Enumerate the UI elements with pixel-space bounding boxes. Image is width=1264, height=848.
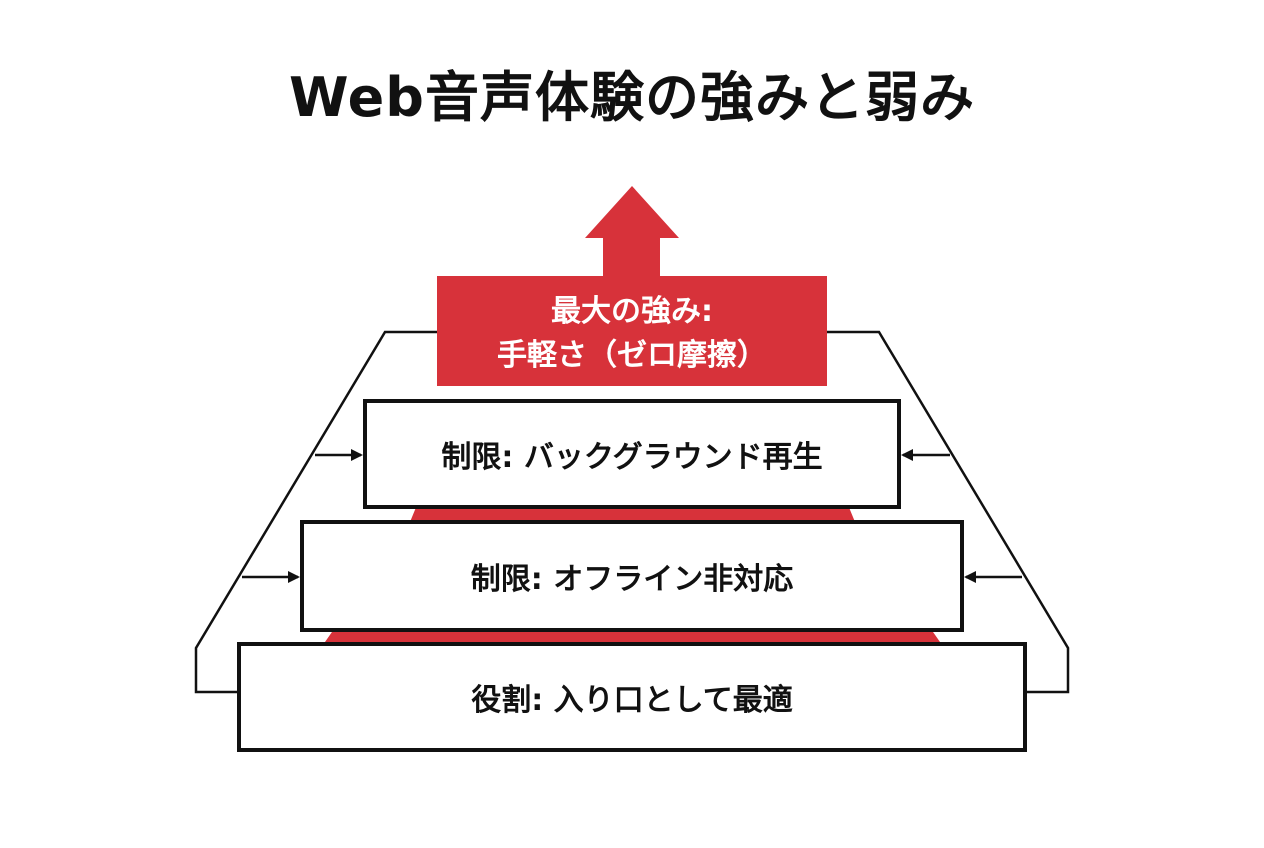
strength-line-2: 手軽さ（ゼロ摩擦） <box>497 338 767 373</box>
tier-top-box: 制限: バックグラウンド再生 <box>363 399 901 509</box>
diagram-title: Web音声体験の強みと弱み <box>289 66 975 129</box>
tier-bottom-box: 役割: 入り口として最適 <box>237 642 1027 752</box>
right-bracket-line <box>827 330 1070 694</box>
strength-line-1: 最大の強み: <box>551 294 713 329</box>
left-bracket-line <box>194 330 437 694</box>
tier-middle-box: 制限: オフライン非対応 <box>300 520 964 632</box>
strength-arrow <box>437 186 827 386</box>
tier-bottom-label: 役割: 入り口として最適 <box>471 683 793 718</box>
strength-label: 最大の強み: 手軽さ（ゼロ摩擦） <box>437 290 827 378</box>
tier-middle-label: 制限: オフライン非対応 <box>470 562 794 597</box>
tier-top-label: 制限: バックグラウンド再生 <box>441 440 823 475</box>
